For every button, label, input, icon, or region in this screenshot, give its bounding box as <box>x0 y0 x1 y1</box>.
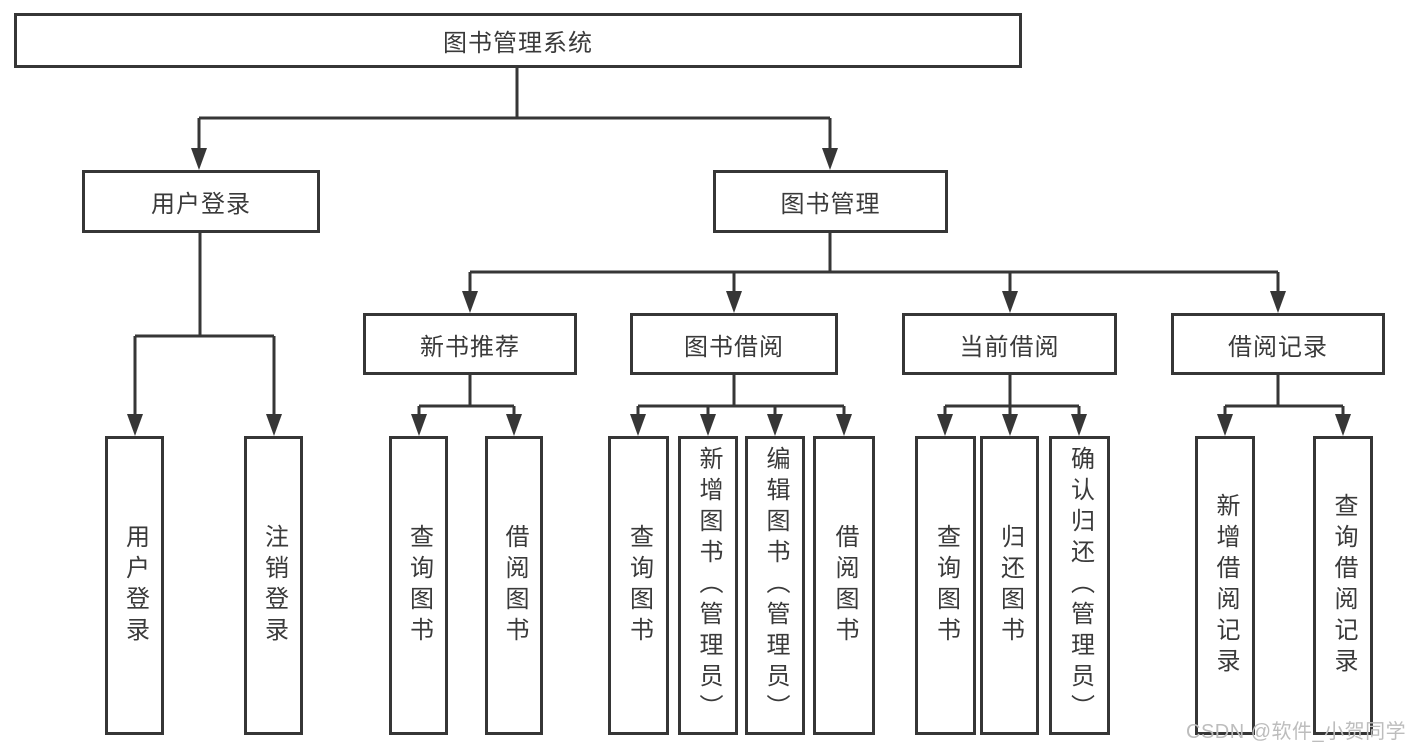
leaf-borrow-books-recommend-label: 借阅图书 <box>501 523 528 648</box>
leaf-query-books-recommend-label: 查询图书 <box>405 523 433 648</box>
node-book-borrow-label: 图书借阅 <box>684 333 784 361</box>
leaf-add-books-admin: 新增图书（管理员） <box>678 436 738 735</box>
node-borrow-records: 借阅记录 <box>1171 313 1385 375</box>
leaf-query-borrow-record-label: 查询借阅记录 <box>1330 492 1357 679</box>
node-new-book-recommend: 新书推荐 <box>363 313 577 375</box>
leaf-confirm-return-admin-label: 确认归还（管理员） <box>1066 446 1094 725</box>
leaf-query-books-current-label: 查询图书 <box>932 523 960 648</box>
csdn-watermark: CSDN @软件_小贺同学 <box>1186 721 1405 743</box>
node-borrow-records-label: 借阅记录 <box>1228 333 1328 361</box>
leaf-add-borrow-record: 新增借阅记录 <box>1195 436 1255 735</box>
connector-book-borrow-children <box>636 375 846 417</box>
connector-borrow-records-arrowheads <box>1217 414 1351 436</box>
node-book-management-label: 图书管理 <box>780 191 881 218</box>
node-new-book-recommend-label: 新书推荐 <box>420 333 520 361</box>
leaf-query-books-recommend: 查询图书 <box>389 436 448 735</box>
connector-root-to-level2 <box>197 66 832 151</box>
connector-book-management-arrowheads <box>462 291 1286 313</box>
node-user-login-label: 用户登录 <box>151 191 251 218</box>
connector-book-borrow-arrowheads <box>630 414 852 436</box>
leaf-confirm-return-admin: 确认归还（管理员） <box>1049 436 1110 735</box>
node-root-label: 图书管理系统 <box>443 30 593 57</box>
leaf-return-books-label: 归还图书 <box>996 523 1024 648</box>
leaf-logout: 注销登录 <box>244 436 303 735</box>
node-book-borrow: 图书借阅 <box>630 313 838 375</box>
leaf-logout-label: 注销登录 <box>260 523 288 648</box>
node-current-borrow-label: 当前借阅 <box>959 333 1060 361</box>
leaf-edit-books-admin-label: 编辑图书（管理员） <box>762 446 789 725</box>
connector-new-book-recommend-children <box>417 375 516 417</box>
node-current-borrow: 当前借阅 <box>902 313 1117 375</box>
leaf-borrow-books: 借阅图书 <box>813 436 875 735</box>
leaf-query-books-current: 查询图书 <box>915 436 976 735</box>
leaf-borrow-books-label: 借阅图书 <box>831 523 858 648</box>
leaf-user-login: 用户登录 <box>105 436 164 735</box>
leaf-add-books-admin-label: 新增图书（管理员） <box>695 446 722 725</box>
node-user-login: 用户登录 <box>82 170 320 233</box>
leaf-user-login-label: 用户登录 <box>121 523 149 648</box>
leaf-query-borrow-record: 查询借阅记录 <box>1313 436 1373 735</box>
leaf-query-books-borrow: 查询图书 <box>608 436 669 735</box>
leaf-query-books-borrow-label: 查询图书 <box>625 523 653 648</box>
connector-new-book-recommend-arrowheads <box>411 414 522 436</box>
leaf-edit-books-admin: 编辑图书（管理员） <box>745 436 805 735</box>
leaf-add-borrow-record-label: 新增借阅记录 <box>1212 492 1239 679</box>
connector-book-management-children <box>468 233 1280 294</box>
connector-root-to-level2-arrowheads <box>191 148 838 170</box>
connector-borrow-records-children <box>1223 375 1345 417</box>
connector-current-borrow-children <box>943 375 1081 417</box>
connector-current-borrow-arrowheads <box>937 414 1087 436</box>
node-book-management: 图书管理 <box>713 170 948 233</box>
node-root-library-system: 图书管理系统 <box>14 13 1022 68</box>
connector-user-login-arrowheads <box>127 414 282 436</box>
connector-user-login-children <box>133 233 276 417</box>
leaf-return-books: 归还图书 <box>980 436 1039 735</box>
leaf-borrow-books-recommend: 借阅图书 <box>485 436 543 735</box>
